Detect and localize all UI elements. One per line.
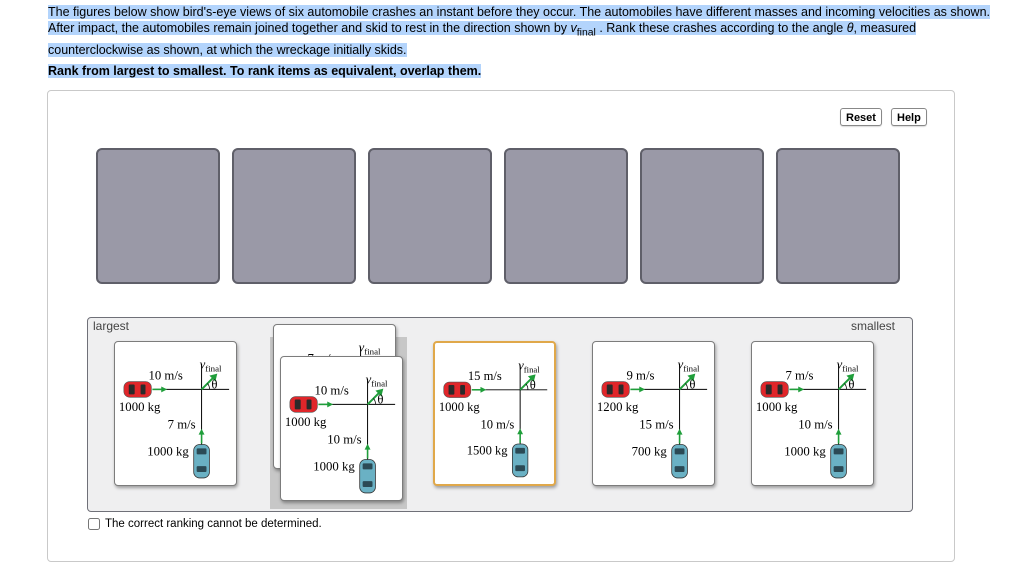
truck-velocity-arrowhead	[517, 428, 524, 435]
problem-statement: The figures below show bird's-eye views …	[48, 5, 990, 57]
truck-velocity-arrowhead	[676, 428, 683, 435]
truck-icon	[359, 459, 376, 494]
vfinal-label: vfinal	[678, 358, 700, 374]
car-mass-label: 1000 kg	[756, 400, 798, 414]
vfinal-symbol: v	[678, 358, 684, 372]
vfinal-subscript: final	[524, 364, 541, 374]
car-speed-label: 10 m/s	[314, 384, 348, 398]
drop-slot-6[interactable]	[776, 148, 900, 284]
truck-mass-label: 1000 kg	[147, 444, 189, 458]
vfinal-subscript: final	[842, 364, 859, 374]
truck-icon	[512, 443, 529, 478]
cannot-determine-checkbox[interactable]	[88, 518, 100, 530]
cannot-determine-row[interactable]: The correct ranking cannot be determined…	[88, 518, 322, 530]
car-mass-label: 1000 kg	[439, 400, 481, 414]
drop-slot-3[interactable]	[368, 148, 492, 284]
drop-slot-2[interactable]	[232, 148, 356, 284]
truck-velocity-arrowhead	[835, 428, 842, 435]
theta-arc	[844, 383, 847, 390]
help-button[interactable]: Help	[891, 108, 927, 126]
car-icon	[443, 381, 472, 398]
largest-label: largest	[93, 319, 130, 333]
theta-arc	[685, 383, 688, 390]
car-speed-label: 9 m/s	[626, 369, 654, 383]
truck-velocity-arrowhead	[198, 428, 205, 435]
car-mass-label: 1000 kg	[285, 415, 327, 429]
vfinal-symbol: v	[837, 358, 843, 372]
car-velocity-arrowhead	[480, 386, 487, 393]
car-velocity-arrowhead	[798, 386, 805, 393]
truck-velocity-arrowhead	[364, 443, 371, 450]
truck-speed-label: 15 m/s	[639, 418, 673, 432]
vfinal-label: vfinal	[359, 341, 381, 357]
vfinal-subscript: final	[371, 379, 388, 389]
car-icon	[760, 381, 789, 398]
ranking-instruction: Rank from largest to smallest. To rank i…	[48, 64, 482, 78]
truck-mass-label: 1000 kg	[313, 459, 355, 473]
car-mass-label: 1200 kg	[597, 400, 639, 414]
truck-speed-label: 10 m/s	[327, 433, 361, 447]
vfinal-symbol: v	[366, 373, 372, 387]
theta-arc	[525, 383, 529, 390]
car-velocity-arrowhead	[161, 386, 168, 393]
vfinal-arrowhead	[687, 373, 696, 382]
vfinal-arrowhead	[375, 388, 384, 397]
car-speed-label: 7 m/s	[785, 369, 813, 383]
theta-label: θ	[848, 377, 854, 391]
vfinal-subscript: final	[205, 364, 222, 374]
theta-arc	[373, 398, 376, 405]
vfinal-subscript: final	[364, 347, 381, 357]
truck-icon	[193, 444, 210, 479]
vfinal-symbol: v	[518, 358, 524, 372]
truck-mass-label: 700 kg	[632, 444, 668, 458]
truck-icon	[830, 444, 847, 479]
drop-slot-5[interactable]	[640, 148, 764, 284]
vfinal-arrowhead	[209, 373, 218, 382]
theta-label: θ	[530, 378, 536, 392]
vfinal-arrowhead	[846, 373, 855, 382]
truck-icon	[671, 444, 688, 479]
theta-label: θ	[211, 377, 217, 391]
vfinal-subscript: final	[683, 364, 700, 374]
car-mass-label: 1000 kg	[119, 400, 161, 414]
truck-mass-label: 1500 kg	[467, 444, 509, 458]
vfinal-symbol: v	[200, 358, 206, 372]
reset-button[interactable]: Reset	[840, 108, 882, 126]
vfinal-arrowhead	[527, 374, 536, 383]
drop-slot-1[interactable]	[96, 148, 220, 284]
car-speed-label: 15 m/s	[468, 369, 502, 383]
car-velocity-arrowhead	[639, 386, 646, 393]
car-speed-label: 10 m/s	[148, 369, 182, 383]
truck-speed-label: 10 m/s	[480, 417, 514, 431]
theta-label: θ	[377, 392, 383, 406]
vfinal-symbol: v	[359, 341, 365, 355]
car-icon	[289, 396, 318, 413]
vfinal-label: vfinal	[200, 358, 222, 374]
car-icon	[601, 381, 630, 398]
truck-speed-label: 10 m/s	[798, 418, 832, 432]
drop-slot-4[interactable]	[504, 148, 628, 284]
vfinal-label: vfinal	[837, 358, 859, 374]
cannot-determine-label: The correct ranking cannot be determined…	[105, 518, 322, 530]
theta-label: θ	[689, 377, 695, 391]
car-velocity-arrowhead	[327, 401, 334, 408]
vfinal-label: vfinal	[518, 358, 540, 374]
car-icon	[123, 381, 152, 398]
theta-arc	[207, 383, 210, 390]
vfinal-label: vfinal	[366, 373, 388, 389]
truck-mass-label: 1000 kg	[784, 444, 826, 458]
truck-speed-label: 7 m/s	[168, 418, 196, 432]
smallest-label: smallest	[851, 319, 896, 333]
